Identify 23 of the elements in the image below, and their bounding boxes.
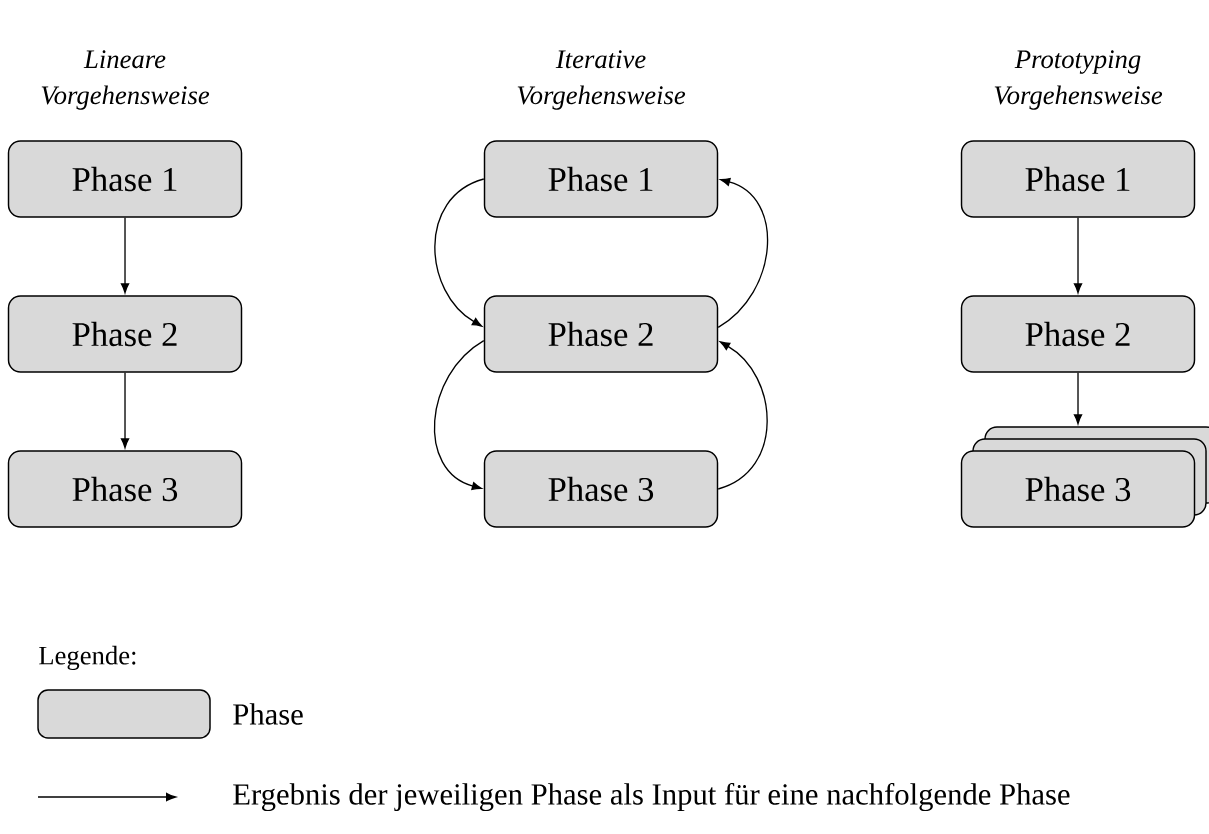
- phase-box: Phase 2: [483, 295, 719, 373]
- stacked-box: Phase 3: [960, 426, 1209, 528]
- phase-box: Phase 2: [7, 295, 243, 373]
- phase-box: Phase 1: [7, 140, 243, 218]
- phase-box: Phase 2: [960, 295, 1196, 373]
- heading: Lineare Vorgehensweise: [41, 50, 210, 110]
- arrow: [717, 177, 768, 328]
- phase-box: Phase 3: [7, 450, 243, 528]
- legend-text: Ergebnis der jeweiligen Phase als Input für eine nachfolgende Phase: [233, 782, 1070, 812]
- heading: Iterative Vorgehensweise: [517, 50, 686, 110]
- phase-box: Phase 1: [483, 140, 719, 218]
- arrow: [120, 217, 130, 294]
- heading: Prototyping Vorgehensweise: [994, 50, 1163, 110]
- legend-title: Legende:: [39, 645, 136, 671]
- phase-box: Phase 3: [483, 450, 719, 528]
- phase-box: Phase 1: [960, 140, 1196, 218]
- arrow: [1073, 372, 1083, 425]
- arrow: [434, 340, 485, 491]
- arrow: [434, 178, 485, 327]
- arrow: [1073, 217, 1083, 294]
- arrow: [120, 372, 130, 449]
- arrow: [717, 341, 768, 490]
- legend-text: Phase: [233, 703, 303, 725]
